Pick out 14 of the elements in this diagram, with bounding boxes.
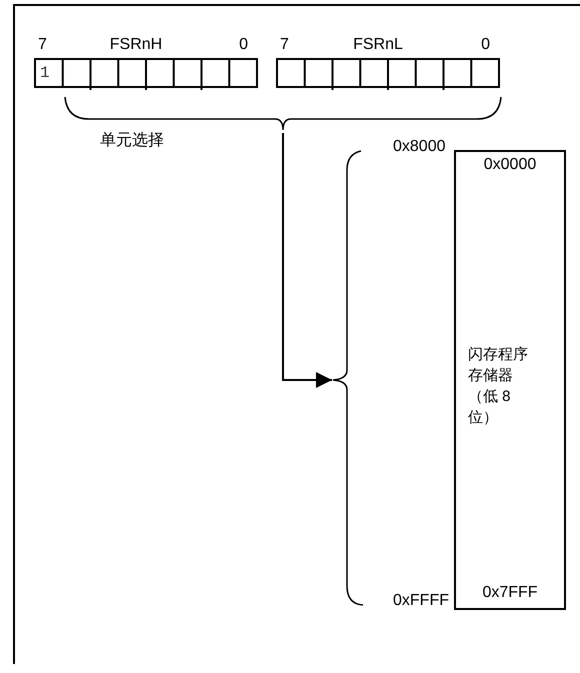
bit-number: 0 <box>481 36 490 54</box>
address-label: 0x8000 <box>393 138 446 156</box>
bit-number: 7 <box>38 36 47 54</box>
arrow <box>282 133 332 388</box>
brace-label: 单元选择 <box>100 132 164 150</box>
address-label: 0x7FFF <box>482 584 538 602</box>
register-name: FSRnH <box>110 36 162 54</box>
bit-number: 7 <box>280 36 289 54</box>
bit-number: 0 <box>239 36 248 54</box>
address-label: 0xFFFF <box>393 592 449 610</box>
memory-label: 闪存程序存储器（低 8 位） <box>468 345 529 428</box>
bit-value: 1 <box>40 64 50 82</box>
register-name: FSRnL <box>353 36 403 54</box>
address-label: 0x0000 <box>484 156 536 174</box>
